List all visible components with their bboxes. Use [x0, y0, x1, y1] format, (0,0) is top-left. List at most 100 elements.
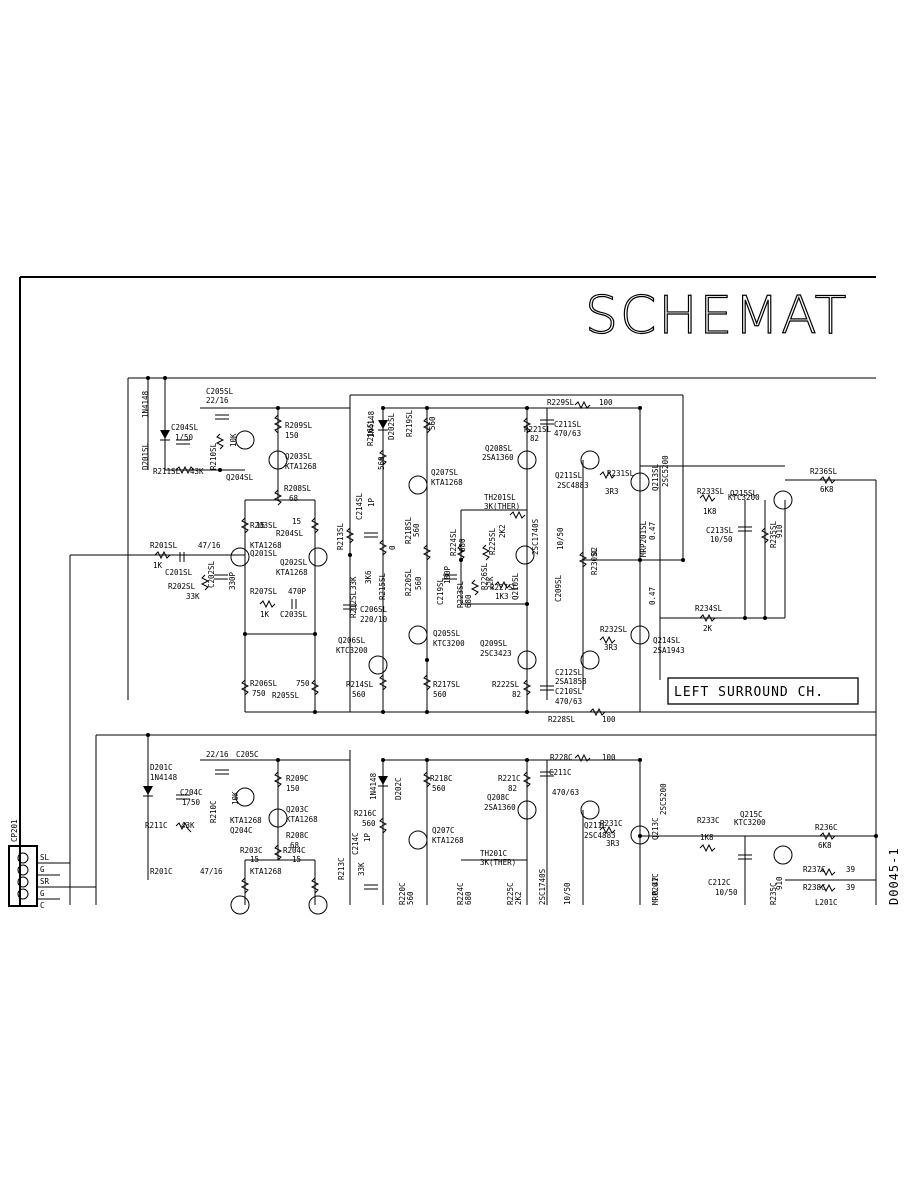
component-label: C205SL	[206, 387, 234, 396]
component-label: Q206SL	[338, 636, 366, 645]
component-label: Q204C	[230, 826, 253, 835]
component-label: KTA1268	[432, 836, 464, 845]
component-label: 330P	[228, 571, 237, 590]
component-label: C206SL	[360, 605, 388, 614]
component-label: R236C	[815, 823, 838, 832]
component-label: 680	[464, 594, 473, 608]
component-label: R225SL	[488, 527, 497, 555]
component-label: C214C	[351, 832, 360, 855]
component-label: 2SA1360	[484, 803, 516, 812]
component-label: 82	[530, 434, 539, 443]
component-label: 33K	[186, 592, 200, 601]
document-code: D0045-1	[887, 847, 901, 905]
component-label: KTA1268	[431, 478, 463, 487]
component-label: 3K(THER)	[484, 502, 520, 511]
component-label: R228C	[550, 753, 573, 762]
component-label: R216C	[354, 809, 377, 818]
component-label: 1K8	[700, 833, 714, 842]
component-label: R214SL	[346, 680, 374, 689]
component-label: C212SL	[555, 668, 583, 677]
component-label: 3K6	[364, 570, 373, 584]
schematic-title: SCHEMAT	[585, 286, 848, 346]
component-label: 2SC5200	[661, 455, 670, 487]
component-label: 750	[252, 689, 266, 698]
component-label: 1N4148	[150, 773, 178, 782]
component-label: D201C	[150, 763, 173, 772]
component-label: R208C	[286, 831, 309, 840]
connector-pin-label: G	[40, 889, 45, 898]
component-label: R210C	[209, 800, 218, 823]
component-label: KTC3200	[336, 646, 368, 655]
component-label: Q205SL	[433, 629, 461, 638]
component-label: 2SC4883	[584, 831, 616, 840]
component-label: Q203C	[286, 805, 309, 814]
component-label: R201C	[150, 867, 173, 876]
component-label: R229SL	[547, 398, 575, 407]
component-label: 3R3	[606, 839, 620, 848]
channel-label-box: LEFT SURROUND CH.	[667, 677, 859, 705]
component-label: R206SL	[250, 679, 278, 688]
component-label: 100	[602, 753, 616, 762]
component-label: 10K	[231, 791, 240, 805]
component-label: R230SL	[590, 547, 599, 575]
component-label: 470/63	[552, 788, 579, 797]
component-label: C209SL	[554, 574, 563, 602]
connector-pin-label: SR	[40, 877, 50, 886]
component-label: 0.47	[651, 877, 660, 895]
component-label: R217SL	[433, 680, 461, 689]
component-label: 15	[292, 517, 301, 526]
component-label: 1N4148	[369, 772, 378, 800]
component-label: R220C	[398, 882, 407, 905]
component-label: R233SL	[697, 487, 725, 496]
component-label: 2SC1740S	[531, 518, 540, 555]
component-label: R231C	[600, 819, 623, 828]
component-label: R210SL	[209, 442, 218, 470]
component-label: 22/16	[206, 750, 229, 759]
component-label: R232SL	[600, 625, 628, 634]
component-label: R219SL	[405, 409, 414, 437]
component-label: 68	[289, 494, 299, 503]
component-label: R228SL	[548, 715, 576, 724]
component-label: R237C	[803, 865, 826, 874]
component-label: 1K3	[495, 592, 509, 601]
component-label: 220/10	[360, 615, 388, 624]
component-label: 33K	[349, 576, 358, 590]
component-label: 6K8	[820, 485, 834, 494]
junction-dots	[146, 376, 878, 838]
component-label: R204C	[283, 846, 306, 855]
component-label: D201SL	[141, 442, 150, 470]
component-label: 2SA1858	[555, 677, 587, 686]
component-label: 1K8	[703, 507, 717, 516]
component-label: 1K	[260, 610, 270, 619]
component-label: 82	[590, 547, 599, 556]
component-label: 2SC1740S	[538, 868, 547, 905]
component-label: 560	[414, 576, 423, 590]
component-label: 1N4148	[367, 410, 376, 438]
component-label: 1/50	[182, 798, 201, 807]
component-label: Q213C	[651, 817, 660, 840]
component-label: 560	[377, 456, 386, 470]
component-label: R224C	[456, 882, 465, 905]
component-label: R221C	[498, 774, 521, 783]
component-label: 560	[352, 690, 366, 699]
connector-cp201: CP201 SL G SR G C	[8, 819, 96, 910]
component-label: R203SL	[250, 521, 278, 530]
component-label: KTA1268	[285, 462, 317, 471]
component-label: R220SL	[404, 568, 413, 596]
component-label: C211C	[549, 768, 572, 777]
component-label: 22/16	[206, 396, 229, 405]
component-label: 2SC3423	[480, 649, 512, 658]
component-label: 15	[292, 855, 301, 864]
component-label: R235C	[769, 882, 778, 905]
component-label: R218SL	[404, 516, 413, 544]
component-label: R227SL	[490, 583, 518, 592]
component-label: 10K	[229, 433, 238, 447]
component-label: Q208SL	[485, 444, 513, 453]
transistor-symbols	[230, 430, 793, 915]
component-label: 3R3	[605, 487, 619, 496]
component-label: 1K	[153, 561, 163, 570]
component-label: R213SL	[336, 522, 345, 550]
component-label: Q213SL	[651, 463, 660, 491]
component-label: 15	[250, 855, 259, 864]
